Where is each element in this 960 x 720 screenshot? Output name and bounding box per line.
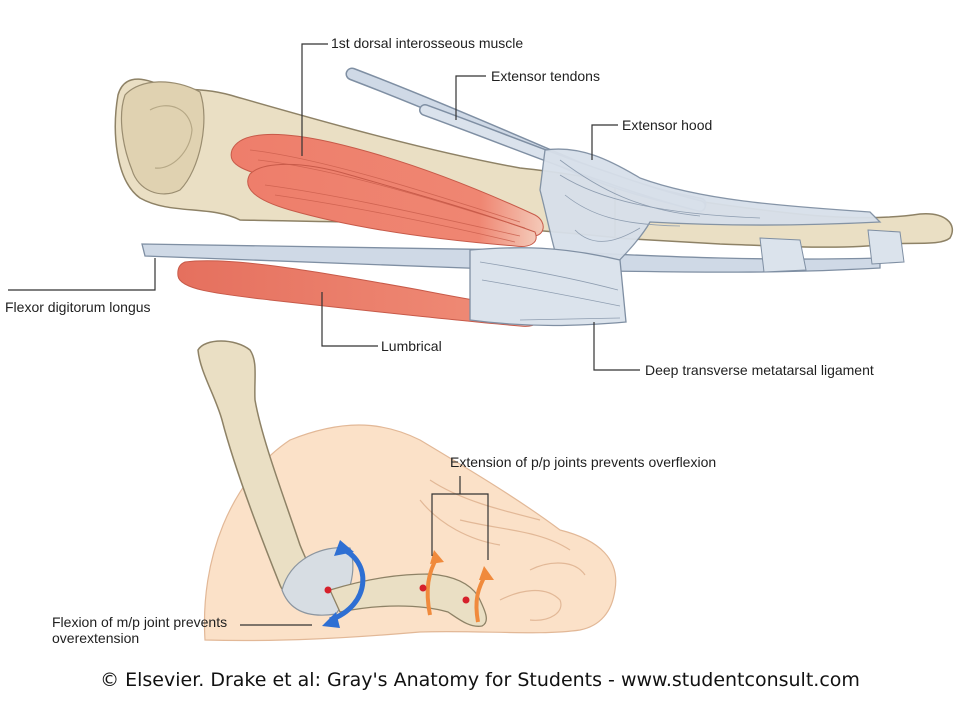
- label-flexion-mp-joint: Flexion of m/p joint prevents overextens…: [52, 614, 228, 646]
- label-dorsal-interosseous: 1st dorsal interosseous muscle: [331, 35, 524, 51]
- label-flexor-digitorum-longus: Flexor digitorum longus: [5, 299, 151, 315]
- leader-lines-bottom: [240, 476, 489, 626]
- label-extensor-tendons: Extensor tendons: [491, 68, 600, 84]
- label-extension-pp-joints: Extension of p/p joints prevents overfle…: [450, 454, 717, 470]
- label-extensor-hood: Extensor hood: [622, 117, 713, 133]
- lumbrical-muscle: [177, 260, 542, 327]
- deep-transverse-metatarsal-ligament: [469, 247, 627, 327]
- bottom-foot-illustration: [197, 340, 617, 642]
- orange-extension-arrow-icon: [425, 550, 494, 623]
- copyright-credit: © Elsevier. Drake et al: Gray's Anatomy …: [100, 669, 860, 691]
- toe-phalanges: [329, 573, 488, 627]
- blue-flexion-arrow-icon: [322, 540, 366, 628]
- label-lumbrical: Lumbrical: [381, 338, 442, 354]
- label-deep-transverse-metatarsal-ligament: Deep transverse metatarsal ligament: [645, 362, 874, 378]
- joint-dot-icon: [419, 584, 427, 592]
- top-foot-illustration: [114, 67, 953, 327]
- joint-dot-icon: [462, 596, 470, 604]
- leader-lines-top: [8, 43, 640, 371]
- joint-dot-icon: [324, 586, 332, 594]
